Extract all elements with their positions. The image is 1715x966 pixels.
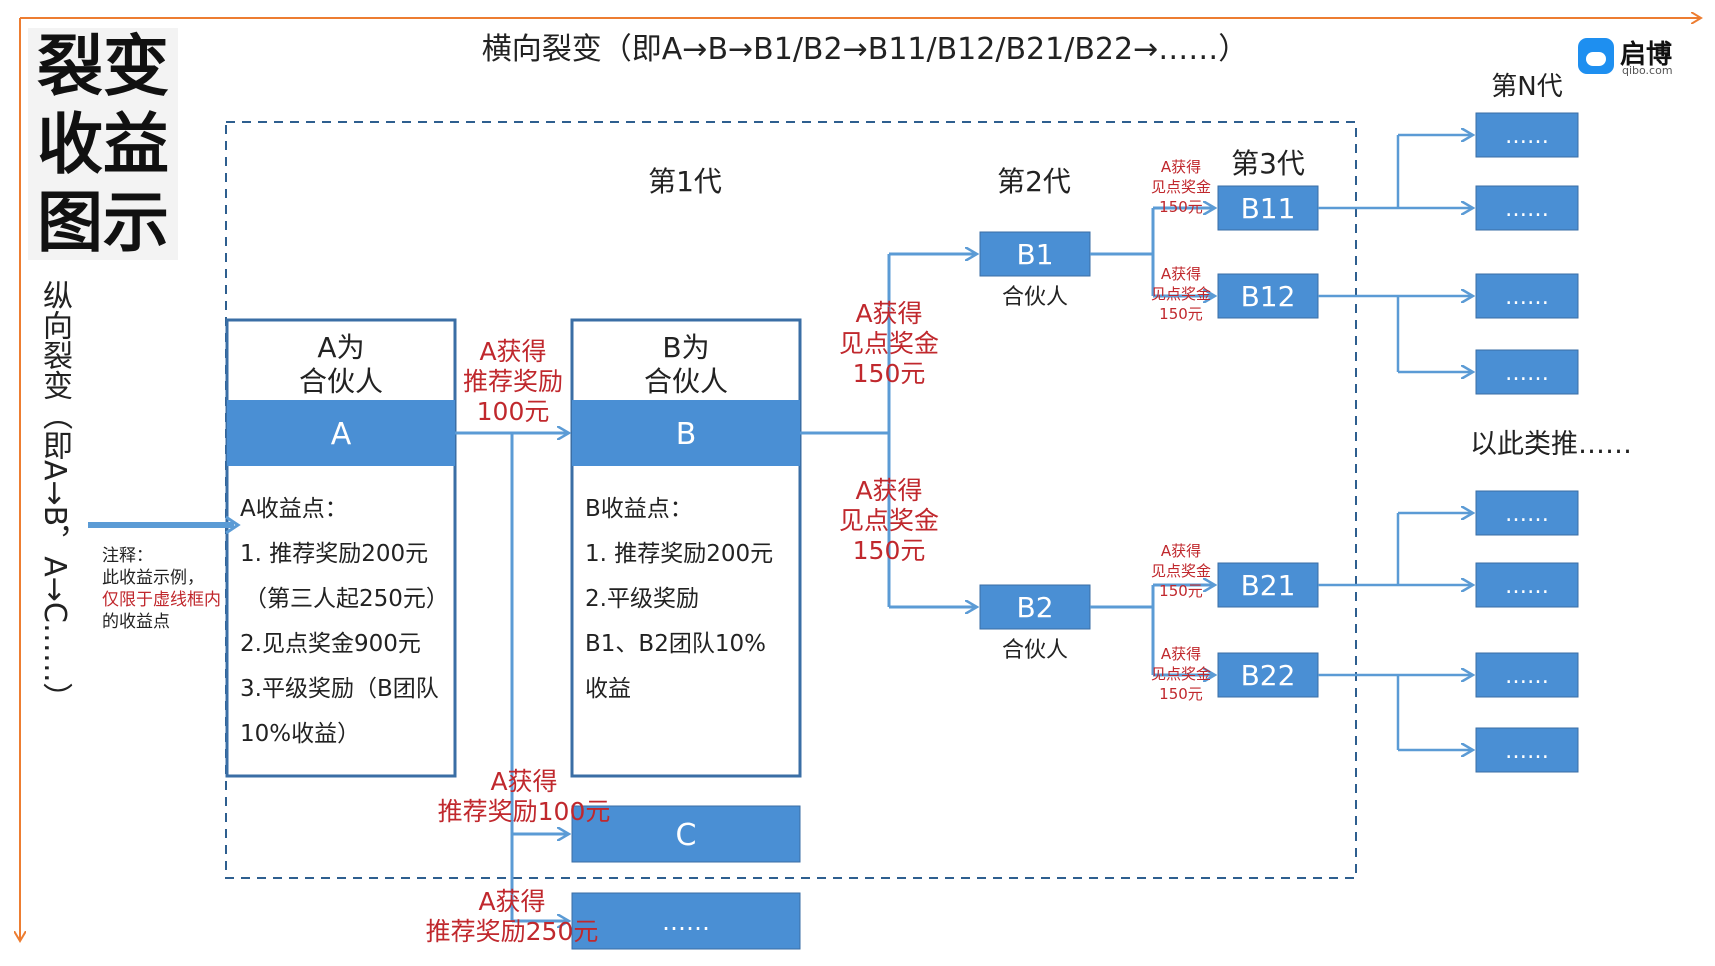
- node-n3-label: ……: [1505, 285, 1549, 310]
- node-b11-box: [1217, 185, 1319, 231]
- reward-recommend-100-l2: 推荐奖励: [463, 367, 563, 396]
- title-line-3: 图示: [37, 184, 169, 261]
- partner-b-card: B为 合伙人 B B收益点： 1. 推荐奖励200元 2.平级奖励 B1、B2团…: [570, 318, 802, 778]
- node-n1-box: [1475, 112, 1579, 158]
- small-b22-l3: 150元: [1159, 685, 1203, 703]
- small-b11-l3: 150元: [1159, 198, 1203, 216]
- node-n4-label: ……: [1505, 361, 1549, 386]
- partner-b-benefit-3: B1、B2团队10%: [585, 631, 766, 657]
- node-b21-label: B21: [1241, 569, 1296, 602]
- node-b2-box: [979, 584, 1091, 630]
- partner-a-benefit-0: A收益点：: [240, 496, 348, 522]
- note: 注释： 此收益示例， 仅限于虚线框内的收益点: [102, 545, 232, 633]
- small-b11-l2: 见点奖金: [1151, 178, 1211, 196]
- partner-a-benefit-4: 3.平级奖励（B团队: [240, 676, 439, 702]
- node-c-box: [571, 805, 801, 863]
- node-n7-label: ……: [1505, 664, 1549, 689]
- reward-seepoint-up-l2: 见点奖金: [839, 329, 939, 358]
- node-c-label: C: [676, 818, 697, 853]
- node-more-box: [571, 892, 801, 950]
- reward-recommend-100-l3: 100元: [477, 397, 550, 426]
- diagram-title: 裂变 收益 图示: [28, 28, 178, 261]
- reward-recommend-250-l2: 推荐奖励250元: [426, 917, 599, 946]
- partner-a-header-1: A为: [317, 331, 364, 364]
- partner-a-card: A为 合伙人 A A收益点： 1. 推荐奖励200元 （第三人起250元） 2.…: [225, 318, 457, 778]
- logo-url: qibo.com: [1622, 64, 1673, 77]
- gen1-label: 第1代: [648, 165, 722, 198]
- reward-recommend-100-l1: A获得: [479, 337, 546, 366]
- title-line-2: 收益: [37, 106, 169, 183]
- reward-seepoint-down-l1: A获得: [855, 476, 922, 505]
- node-b2-label: B2: [1016, 591, 1053, 624]
- small-b22-l1: A获得: [1161, 645, 1201, 663]
- node-n4-box: [1475, 349, 1579, 395]
- small-b21-l1: A获得: [1161, 542, 1201, 560]
- node-b1-box: [979, 231, 1091, 277]
- node-more-label: ……: [662, 908, 710, 936]
- partner-a-benefit-1: 1. 推荐奖励200元: [240, 541, 428, 567]
- note-red-text: 仅限于虚线框内: [102, 590, 221, 610]
- reward-recommend-c-l1: A获得: [490, 767, 557, 796]
- partner-a-benefit-2: （第三人起250元）: [244, 586, 449, 612]
- node-b12-box: [1217, 273, 1319, 319]
- node-n5-label: ……: [1505, 502, 1549, 527]
- partner-b-benefit-4: 收益: [585, 676, 631, 702]
- small-b12-l3: 150元: [1159, 305, 1203, 323]
- node-b11-label: B11: [1241, 192, 1296, 225]
- partner-b-header-2: 合伙人: [644, 365, 728, 398]
- node-n3-box: [1475, 273, 1579, 319]
- partner-b-benefit-0: B收益点：: [585, 496, 693, 522]
- small-b11-l1: A获得: [1161, 158, 1201, 176]
- logo-name: 启博: [1620, 40, 1673, 70]
- small-b12-l1: A获得: [1161, 265, 1201, 283]
- node-n8-label: ……: [1505, 739, 1549, 764]
- node-n2-box: [1475, 185, 1579, 231]
- partner-a-code: A: [331, 417, 352, 452]
- node-b22-label: B22: [1241, 659, 1296, 692]
- node-b2-sub: 合伙人: [1002, 638, 1068, 663]
- etc-text: 以此类推……: [1470, 429, 1632, 460]
- node-n1-label: ……: [1505, 124, 1549, 149]
- partner-a-benefit-5: 10%收益）: [240, 721, 360, 747]
- note-line-2: 此收益示例，: [102, 568, 204, 588]
- logo-icon: [1578, 38, 1614, 74]
- reward-seepoint-up-l1: A获得: [855, 299, 922, 328]
- reward-seepoint-down-l2: 见点奖金: [839, 506, 939, 535]
- reward-seepoint-down-l3: 150元: [853, 536, 926, 565]
- node-n7-box: [1475, 652, 1579, 698]
- node-n6-box: [1475, 562, 1579, 608]
- partner-b-benefit-1: 1. 推荐奖励200元: [585, 541, 773, 567]
- node-b1-sub: 合伙人: [1002, 285, 1068, 310]
- partner-b-header-1: B为: [662, 331, 709, 364]
- node-n5-box: [1475, 490, 1579, 536]
- note-line-1: 注释：: [102, 546, 153, 566]
- gen3-label: 第3代: [1231, 147, 1305, 180]
- small-b21-l3: 150元: [1159, 582, 1203, 600]
- reward-recommend-c-l2: 推荐奖励100元: [438, 797, 611, 826]
- reward-seepoint-up-l3: 150元: [853, 359, 926, 388]
- partner-b-benefit-2: 2.平级奖励: [585, 586, 699, 612]
- partner-b-code: B: [676, 417, 697, 452]
- small-b12-l2: 见点奖金: [1151, 285, 1211, 303]
- reward-recommend-250-l1: A获得: [478, 887, 545, 916]
- node-n6-label: ……: [1505, 574, 1549, 599]
- node-n2-label: ……: [1505, 197, 1549, 222]
- node-b1-label: B1: [1016, 238, 1053, 271]
- note-tail: 的收益点: [102, 612, 170, 632]
- small-b21-l2: 见点奖金: [1151, 562, 1211, 580]
- node-b12-label: B12: [1241, 280, 1296, 313]
- gen2-label: 第2代: [997, 165, 1071, 198]
- horizontal-axis-label: 横向裂变（即A→B→B1/B2→B11/B12/B21/B22→……）: [481, 32, 1249, 67]
- brand-logo: 启博 qibo.com: [1578, 34, 1688, 78]
- node-b21-box: [1217, 562, 1319, 608]
- partner-a-header-2: 合伙人: [299, 365, 383, 398]
- title-line-1: 裂变: [37, 28, 169, 105]
- small-b22-l2: 见点奖金: [1151, 665, 1211, 683]
- partner-a-benefit-3: 2.见点奖金900元: [240, 631, 421, 657]
- node-n8-box: [1475, 727, 1579, 773]
- vertical-axis-label: 纵向裂变（即A→B，A→C……）: [37, 280, 72, 713]
- genN-label: 第N代: [1491, 72, 1562, 102]
